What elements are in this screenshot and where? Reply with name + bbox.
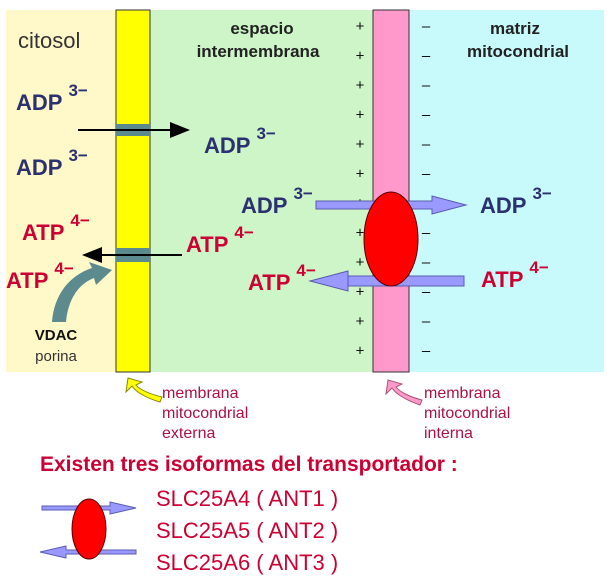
isoform-2: SLC25A5 ( ANT2 ) xyxy=(156,518,338,543)
plus-sign: + xyxy=(356,284,365,301)
intermembrane-region xyxy=(148,10,378,372)
outer-membrane-label-3: externa xyxy=(162,425,215,442)
atp-antiport-arrow-head xyxy=(308,270,349,292)
plus-sign: + xyxy=(356,343,365,360)
inner-membrane-pointer-arrow xyxy=(385,379,423,406)
isoform-3: SLC25A6 ( ANT3 ) xyxy=(156,550,338,575)
plus-sign: + xyxy=(356,136,365,153)
matrix-region xyxy=(378,10,604,372)
plus-sign: + xyxy=(356,166,365,183)
vdac-label: VDAC xyxy=(35,327,78,344)
inner-membrane-label-3: interna xyxy=(424,425,473,442)
minus-sign: – xyxy=(422,136,431,153)
intermembrane-label-2: intermembrana xyxy=(197,42,320,61)
plus-sign: + xyxy=(356,48,365,65)
ant-transporter xyxy=(363,191,419,287)
minus-sign: – xyxy=(422,254,431,271)
outer-membrane xyxy=(115,9,151,373)
minus-sign: – xyxy=(422,107,431,124)
minus-sign: – xyxy=(422,77,431,94)
minus-sign: – xyxy=(422,313,431,330)
minus-sign: – xyxy=(422,284,431,301)
matrix-label-1: matriz xyxy=(490,19,540,38)
intermembrane-label-1: espacio xyxy=(230,19,293,38)
inner-membrane xyxy=(372,9,410,373)
minus-sign: – xyxy=(422,166,431,183)
outer-membrane-label-2: mitocondrial xyxy=(162,405,248,422)
vdac-pointer-arrow xyxy=(52,262,112,322)
isoform-1: SLC25A4 ( ANT1 ) xyxy=(156,486,338,511)
plus-sign: + xyxy=(356,77,365,94)
minus-sign: – xyxy=(422,225,431,242)
inner-membrane-label-1: membrana xyxy=(424,385,501,402)
plus-sign: + xyxy=(356,18,365,35)
plus-sign: + xyxy=(356,107,365,124)
minus-sign: – xyxy=(422,48,431,65)
outer-membrane-pointer-arrow xyxy=(125,377,163,403)
legend-transporter-ellipse xyxy=(71,498,107,560)
legend-transporter-icon xyxy=(39,498,137,560)
cytosol-label: citosol xyxy=(18,28,80,53)
matrix-label-2: mitocondrial xyxy=(467,42,569,61)
plus-sign: + xyxy=(356,225,365,242)
porina-label: porina xyxy=(35,348,77,365)
inner-membrane-label-2: mitocondrial xyxy=(424,405,510,422)
plus-sign: + xyxy=(356,254,365,271)
outer-membrane-label-1: membrana xyxy=(162,385,239,402)
minus-sign: – xyxy=(422,343,431,360)
plus-sign: + xyxy=(356,313,365,330)
minus-sign: – xyxy=(422,18,431,35)
isoforms-title: Existen tres isoformas del transportador… xyxy=(40,453,458,476)
